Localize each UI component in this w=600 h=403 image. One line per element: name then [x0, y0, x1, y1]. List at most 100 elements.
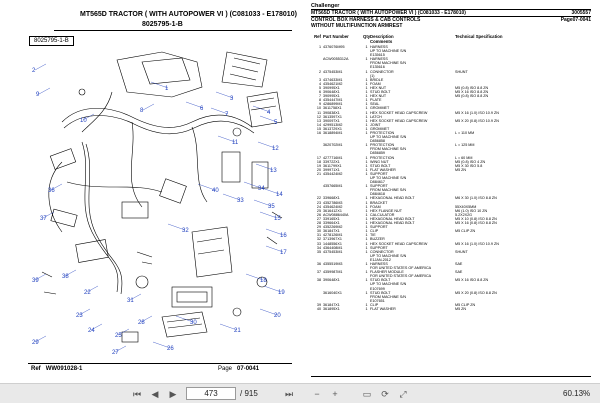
last-page-icon[interactable]: ⏭	[284, 388, 294, 399]
table-row: UP TO MACHINE S/N	[311, 49, 591, 53]
row-ref: 12	[316, 114, 321, 119]
callout-25: 25	[115, 333, 122, 339]
callout-40: 40	[212, 188, 219, 194]
row-description: TIE	[370, 233, 376, 238]
row-qty: 1	[365, 249, 368, 254]
row-spec: M5 X 16 (1.0) ISO 10.9 ZN	[455, 110, 499, 115]
row-part-number: 4277716M1	[323, 155, 343, 160]
callout-leader	[34, 63, 47, 71]
row-part-number: 4374633M1	[323, 77, 343, 82]
fullscreen-icon[interactable]: ⤢	[399, 388, 407, 399]
table-row: FOR UNITED STATES OF AMERICA	[311, 266, 591, 270]
row-ref: 13	[316, 118, 321, 123]
row-description: FLASHER MODULE	[370, 270, 404, 275]
row-ref: 24	[316, 204, 321, 209]
row-description: UP TO MACHINE S/N	[370, 253, 407, 258]
row-spec: M5 ZN	[455, 307, 467, 311]
row-spec: M5 X 30 ISO 5.8	[455, 163, 483, 168]
callout-18: 18	[260, 278, 267, 284]
col-part-number: Part Number	[323, 34, 349, 39]
row-description: BUZZER	[370, 237, 385, 242]
callout-10: 10	[80, 118, 87, 124]
zoom-out-icon[interactable]: −	[314, 389, 320, 399]
parts-footer-divider	[311, 376, 591, 377]
page-number-input[interactable]	[186, 387, 236, 400]
callout-leader	[245, 273, 264, 281]
row-spec: M5 X 20 (0.8) ISO 8.8 ZN	[455, 290, 497, 295]
callout-leader	[222, 193, 241, 201]
row-description: FROM MACHINE S/N	[370, 188, 407, 193]
fit-page-icon[interactable]: ▭	[362, 388, 372, 399]
row-spec: M5 X 16 ISO 8.8 ZN	[455, 278, 489, 283]
callout-30: 30	[190, 320, 197, 326]
row-qty: 1	[365, 229, 368, 234]
ref-label: Ref	[31, 366, 41, 372]
row-part-number: 4354424M2	[323, 171, 343, 176]
row-part-number: 3613729X1	[323, 126, 342, 131]
prev-page-icon[interactable]: ◀	[151, 388, 159, 399]
callout-28: 28	[138, 320, 145, 326]
header-variant: WITHOUT MULTIFUNCTION ARMREST	[311, 23, 403, 29]
row-qty: 1	[365, 200, 368, 205]
exploded-parts-diagram: 1234567891011121314151617181920212223242…	[32, 51, 287, 356]
row-description: E135615	[370, 53, 385, 58]
table-row: E135615	[311, 53, 591, 57]
row-ref: 25	[316, 208, 321, 213]
row-ref: 9	[318, 102, 321, 107]
row-ref: 6	[318, 90, 321, 95]
row-description: HEX NUT	[370, 85, 387, 90]
row-description: SUPPORT	[370, 225, 388, 230]
next-page-icon[interactable]: ▶	[169, 388, 177, 399]
row-spec: L = 125 MM	[455, 143, 475, 148]
row-description: UP TO MACHINE S/N	[370, 135, 407, 140]
row-description: FLAT WASHER	[370, 167, 396, 172]
callout-29: 29	[32, 340, 39, 346]
table-row: E107699	[311, 287, 591, 291]
callout-leader	[215, 91, 234, 99]
row-description: HEX SOCKET HEAD CAPSCREW	[370, 118, 428, 123]
row-part-number: 4299513M2	[323, 122, 343, 127]
row-part-number: 4376076M95	[323, 45, 345, 49]
callout-leader	[167, 223, 186, 231]
page-value: 07-0041	[237, 366, 260, 372]
row-part-number: 4357665M1	[323, 184, 343, 189]
table-row: FROM MACHINE S/N	[311, 147, 591, 151]
first-page-icon[interactable]: ⏮	[132, 388, 142, 399]
row-description: E107699	[370, 286, 385, 291]
row-qty: 1	[365, 225, 368, 230]
callout-4: 4	[267, 110, 271, 116]
table-row: UP TO MACHINE S/N	[311, 135, 591, 139]
row-part-number: 390648X1	[323, 278, 340, 283]
row-qty: 1	[365, 114, 368, 119]
row-description: HEXAGONAL HEAD BOLT	[370, 196, 415, 201]
rotate-icon[interactable]: ⟳	[381, 388, 389, 399]
row-qty: 1	[365, 302, 368, 307]
row-qty: 1	[365, 57, 368, 62]
zoom-in-icon[interactable]: +	[332, 389, 338, 399]
row-description: CALCULATOR	[370, 212, 395, 217]
row-description: SUPPORT	[370, 245, 388, 250]
parts-list-page: Challenger MT565D TRACTOR ( WITH AUTOPOW…	[300, 0, 600, 383]
row-part-number: 339668X1	[323, 196, 340, 201]
row-ref: 1	[318, 45, 321, 49]
callout-39: 39	[32, 278, 39, 284]
row-ref: 16	[316, 130, 321, 135]
row-ref: 30	[316, 229, 321, 234]
col-technical-spec: Technical Specification	[455, 34, 503, 39]
table-row: FROM MACHINE S/N	[311, 188, 591, 192]
row-ref: 37	[316, 270, 321, 275]
callout-leader	[197, 183, 216, 191]
header-title-row: MT565D TRACTOR ( WITH AUTOPOWER VI ) (C0…	[311, 9, 591, 17]
table-row: E107651	[311, 299, 591, 303]
row-part-number: 4354447M1	[323, 98, 343, 103]
row-qty: 1	[365, 143, 368, 148]
